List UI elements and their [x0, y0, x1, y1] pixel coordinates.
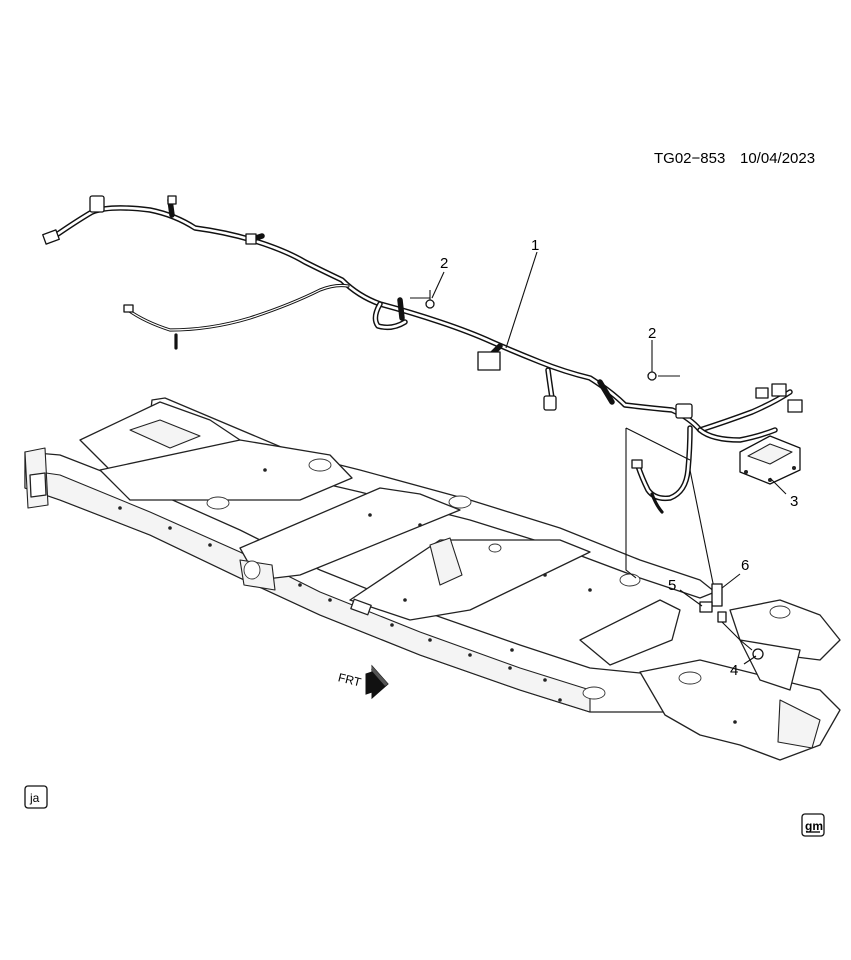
badge-ja: ja [24, 785, 48, 809]
callout-2-lower: 2 [648, 325, 656, 362]
svg-text:ja: ja [29, 791, 40, 805]
callout-6: 6 [721, 557, 749, 589]
svg-text:4: 4 [730, 662, 738, 679]
svg-text:6: 6 [741, 557, 749, 574]
front-marker-label: FRT [337, 670, 363, 689]
sensor-bracket-assembly [625, 427, 764, 660]
illustration-date: 10/04/2023 [740, 150, 815, 167]
vehicle-frame [24, 397, 841, 761]
svg-text:5: 5 [668, 577, 676, 594]
svg-text:1: 1 [531, 237, 539, 254]
callout-1: 1 [505, 237, 539, 349]
callout-2-upper: 2 [431, 255, 448, 299]
svg-text:gm: gm [805, 819, 823, 833]
frame-rivets [118, 468, 737, 724]
gm-logo-icon: gm [801, 813, 825, 837]
callout-4: 4 [730, 655, 757, 679]
wiring-harness [42, 195, 803, 514]
front-marker: FRT [337, 664, 389, 700]
callout-5: 5 [668, 577, 703, 607]
svg-text:3: 3 [790, 493, 798, 510]
svg-text:2: 2 [440, 255, 448, 272]
callout-3: 3 [769, 477, 798, 510]
fasteners [410, 290, 680, 381]
illustration-id: TG02−853 [654, 150, 725, 167]
control-module [739, 435, 801, 485]
svg-text:2: 2 [648, 325, 656, 342]
